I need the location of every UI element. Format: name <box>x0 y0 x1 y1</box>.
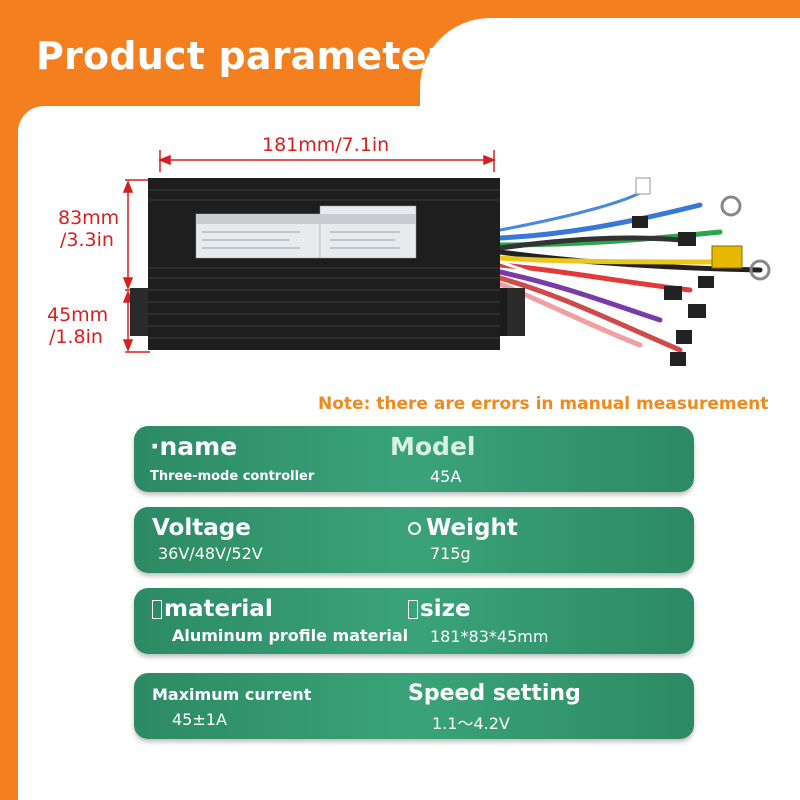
height-b-label-line1: 45mm <box>47 304 109 326</box>
material-label: material <box>164 596 273 622</box>
page-title: Product parameters <box>36 34 469 78</box>
length-dimension-label: 181mm/7.1in <box>262 134 390 156</box>
max-current-value: 45±1A <box>172 710 227 729</box>
voltage-label: Voltage <box>152 515 251 541</box>
material-value: Aluminum profile material <box>172 626 409 645</box>
size-label: size <box>420 596 471 622</box>
model-label: Model <box>390 432 476 461</box>
measurement-note: Note: there are errors in manual measure… <box>318 394 769 414</box>
name-value: Three-mode controller <box>150 469 315 484</box>
height-a-label-line1: 83mm <box>58 207 120 229</box>
height-b-label-line2: /1.8in <box>49 326 103 348</box>
model-value: 45A <box>430 467 462 486</box>
height-a-label-line2: /3.3in <box>60 229 114 251</box>
param-card-current-speed: Maximum current 45±1A Speed setting 1.1～… <box>134 673 694 739</box>
speed-setting-label: Speed setting <box>408 681 581 706</box>
speed-setting-value: 1.1～4.2V <box>432 714 510 733</box>
param-card-voltage-weight: Voltage 36V/48V/52V Weight 715g <box>134 507 694 573</box>
weight-icon <box>408 522 421 535</box>
size-icon <box>408 600 418 619</box>
max-current-label: Maximum current <box>152 685 312 704</box>
material-icon <box>152 600 162 619</box>
param-card-name-model: ·name Three-mode controller Model 45A <box>134 426 694 492</box>
size-value: 181*83*45mm <box>430 627 549 646</box>
voltage-value: 36V/48V/52V <box>158 544 263 563</box>
name-label: ·name <box>150 432 238 461</box>
weight-value: 715g <box>430 544 471 563</box>
param-card-material-size: material Aluminum profile material size … <box>134 588 694 654</box>
weight-label: Weight <box>426 515 518 541</box>
